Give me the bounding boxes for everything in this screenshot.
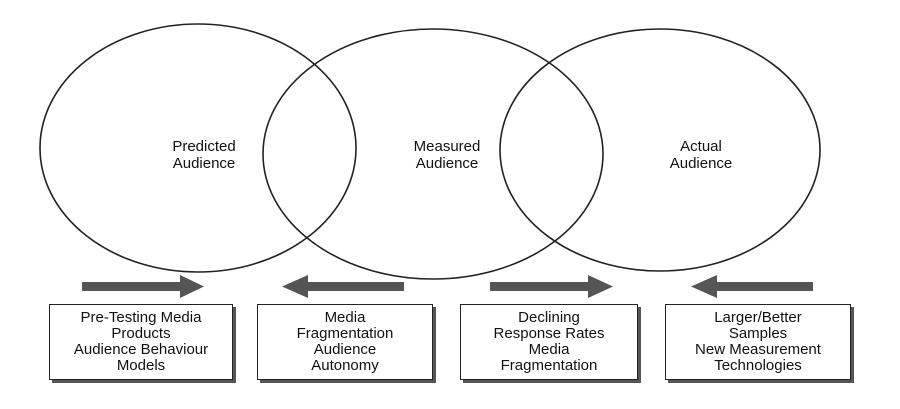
predicted-label-line-1: Predicted [172, 138, 236, 155]
arrow-right-1 [82, 275, 204, 298]
predicted-label-line-2: Audience [172, 155, 236, 172]
box-1-line-3: Audience Behaviour [73, 341, 209, 358]
box-2-line-4: Autonomy [311, 357, 379, 374]
actual-audience-circle [499, 28, 821, 272]
measured-label-line-2: Audience [415, 155, 479, 172]
box-4-line-1: Larger/Better [714, 309, 802, 326]
box-1-line-1: Pre-Testing Media [80, 309, 202, 326]
arrow-left-2 [691, 275, 813, 298]
measured-audience-circle [262, 28, 604, 280]
actual-audience-label: Actual Audience [611, 138, 791, 172]
factor-box-declining-response: Declining Response Rates Media Fragmenta… [460, 304, 638, 380]
box-2-line-1: Media [324, 309, 366, 326]
measured-label-line-1: Measured [413, 138, 481, 155]
box-3-line-3: Media [528, 341, 570, 358]
box-3-line-4: Fragmentation [500, 357, 598, 374]
box-4-line-3: New Measurement [695, 341, 821, 358]
box-4-line-4: Technologies [714, 357, 802, 374]
box-4-line-2: Samples [728, 325, 788, 342]
box-2-line-2: Fragmentation [296, 325, 394, 342]
predicted-audience-circle [39, 23, 357, 273]
arrow-right-2 [490, 275, 613, 298]
measured-audience-label: Measured Audience [357, 138, 537, 172]
factor-box-larger-samples: Larger/Better Samples New Measurement Te… [665, 304, 851, 380]
box-2-line-3: Audience [313, 341, 377, 358]
actual-label-line-1: Actual [680, 138, 722, 155]
box-3-line-1: Declining [518, 309, 580, 326]
arrow-left-1 [282, 275, 404, 298]
predicted-audience-label: Predicted Audience [114, 138, 294, 172]
box-1-line-2: Products [111, 325, 171, 342]
factor-box-pretesting: Pre-Testing Media Products Audience Beha… [49, 304, 233, 380]
box-1-line-4: Models [116, 357, 166, 374]
box-3-line-2: Response Rates [493, 325, 605, 342]
actual-label-line-2: Audience [669, 155, 733, 172]
factor-box-fragmentation: Media Fragmentation Audience Autonomy [257, 304, 433, 380]
